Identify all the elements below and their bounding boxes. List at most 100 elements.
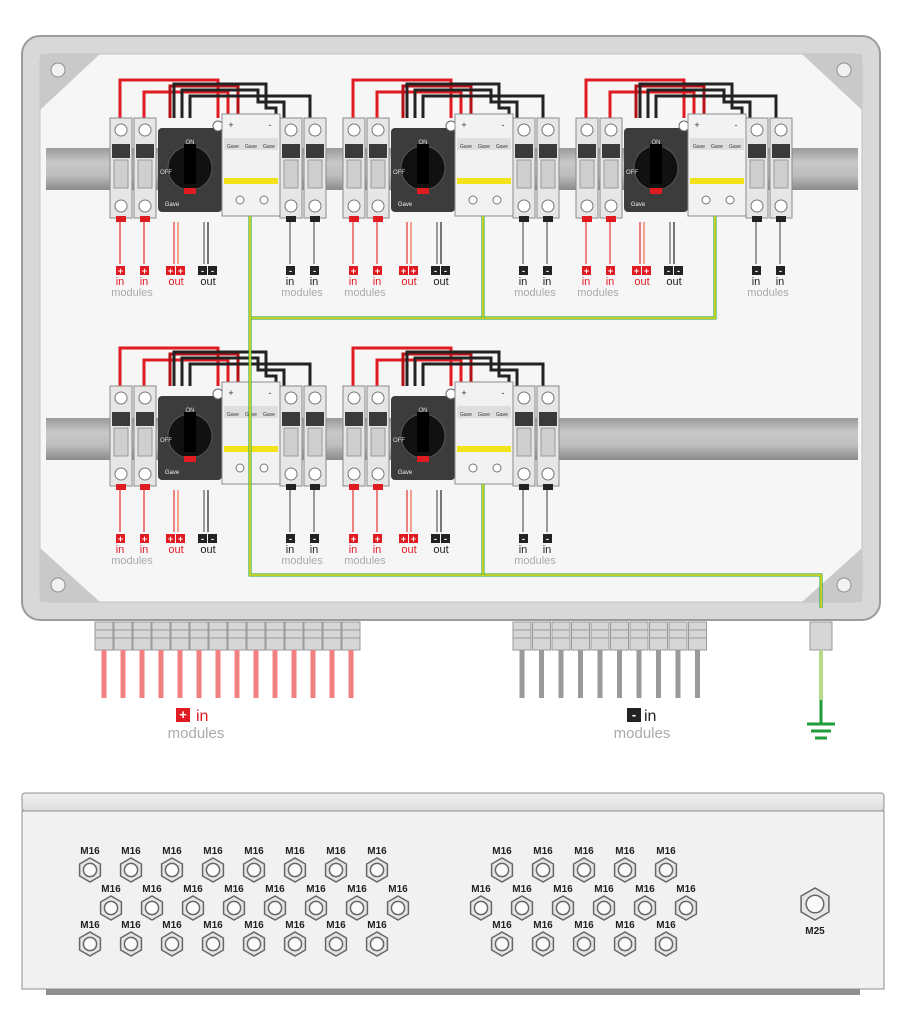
fuse-holder-icon <box>109 385 133 490</box>
svg-text:+: + <box>351 534 356 544</box>
cable-gland-icon <box>551 621 571 651</box>
negative-badge: - <box>776 266 785 276</box>
svg-text:Gave: Gave <box>263 144 275 150</box>
cable-gland-icon <box>189 621 209 651</box>
positive-badge: + <box>409 534 418 544</box>
svg-text:Gave: Gave <box>460 144 472 150</box>
cable-gland-icon <box>649 621 668 651</box>
in-label: in <box>752 276 761 288</box>
svg-text:OFF: OFF <box>393 170 405 176</box>
svg-text:Gave: Gave <box>478 144 490 150</box>
cable-gland-icon <box>532 621 551 651</box>
cable-gland-m16: M16 <box>222 884 246 921</box>
positive-badge: + <box>176 266 185 276</box>
negative-badge: - <box>286 534 295 544</box>
in-label: in <box>349 544 358 556</box>
modules-label: modules <box>747 287 789 299</box>
positive-badge: + <box>166 534 175 544</box>
cable-gland-m16: M16 <box>654 920 678 957</box>
svg-text:M16: M16 <box>285 920 305 931</box>
svg-text:Gave: Gave <box>478 412 490 418</box>
cable-gland-m16: M16 <box>613 920 637 957</box>
negative-badge: - <box>543 266 552 276</box>
svg-text:Gave: Gave <box>631 202 646 208</box>
svg-text:M16: M16 <box>101 884 121 895</box>
svg-text:+: + <box>634 266 639 276</box>
svg-text:M16: M16 <box>326 846 346 857</box>
svg-text:M16: M16 <box>244 846 264 857</box>
cable-gland-m16: M16 <box>160 920 184 957</box>
cable-gland-icon <box>94 621 114 651</box>
enclosure-side-view <box>21 792 885 995</box>
svg-text:M16: M16 <box>656 920 676 931</box>
fuse-holder-icon <box>109 117 133 222</box>
positive-badge: + <box>632 266 641 276</box>
svg-text:+: + <box>118 266 123 276</box>
cable-gland-m16: M16 <box>324 920 348 957</box>
svg-text:+: + <box>178 534 183 544</box>
cable-gland-m16: M16 <box>592 884 616 921</box>
svg-text:-: - <box>444 534 447 544</box>
svg-text:Gave: Gave <box>460 412 472 418</box>
svg-text:M16: M16 <box>367 846 387 857</box>
cable-gland-m16: M16 <box>531 846 555 883</box>
svg-text:M16: M16 <box>492 920 512 931</box>
cable-gland-m16: M16 <box>119 920 143 957</box>
svg-text:Gave: Gave <box>711 144 723 150</box>
svg-text:M16: M16 <box>388 884 408 895</box>
svg-text:ON: ON <box>419 140 428 146</box>
out-label: out <box>433 276 448 288</box>
in-label: in <box>519 276 528 288</box>
fuse-holder-icon <box>536 117 560 222</box>
svg-text:in: in <box>644 708 656 725</box>
negative-badge: - <box>664 266 673 276</box>
in-label: in <box>543 276 552 288</box>
cable-gland-icon <box>668 621 688 651</box>
svg-text:-: - <box>522 534 525 544</box>
svg-text:M16: M16 <box>533 920 553 931</box>
svg-text:M16: M16 <box>512 884 532 895</box>
in-label: in <box>140 544 149 556</box>
svg-text:ON: ON <box>652 140 661 146</box>
svg-text:ON: ON <box>186 408 195 414</box>
fuse-holder-icon <box>366 385 390 490</box>
svg-text:-: - <box>201 534 204 544</box>
cable-gland-icon <box>571 621 590 651</box>
cable-gland-m16: M16 <box>140 884 164 921</box>
cable-gland-m16: M16 <box>551 884 575 921</box>
positive-badge: + <box>166 266 175 276</box>
fuse-holder-icon <box>279 385 303 490</box>
svg-text:+: + <box>461 388 466 398</box>
modules-label: modules <box>344 555 386 567</box>
in-label: in <box>582 276 591 288</box>
cable-gland-m16: M16 <box>469 884 493 921</box>
svg-text:M16: M16 <box>142 884 162 895</box>
cable-gland-icon <box>303 621 323 651</box>
negative-badge: - <box>310 534 319 544</box>
svg-text:+: + <box>118 534 123 544</box>
svg-text:+: + <box>168 534 173 544</box>
svg-text:+: + <box>375 266 380 276</box>
cable-gland-m16: M16 <box>201 920 225 957</box>
out-label: out <box>168 276 183 288</box>
cable-gland-icon <box>208 621 228 651</box>
cable-gland-m16: M16 <box>490 920 514 957</box>
in-label: in <box>116 544 125 556</box>
positive-badge: + <box>140 266 149 276</box>
svg-text:-: - <box>502 388 505 398</box>
negative-badge: - <box>519 266 528 276</box>
positive-badge: + <box>140 534 149 544</box>
negative-badge: - <box>208 266 217 276</box>
cable-gland-icon <box>610 621 629 651</box>
svg-text:+: + <box>179 707 187 722</box>
in-label: in <box>543 544 552 556</box>
svg-text:+: + <box>411 266 416 276</box>
cable-gland-m16: M16 <box>613 846 637 883</box>
